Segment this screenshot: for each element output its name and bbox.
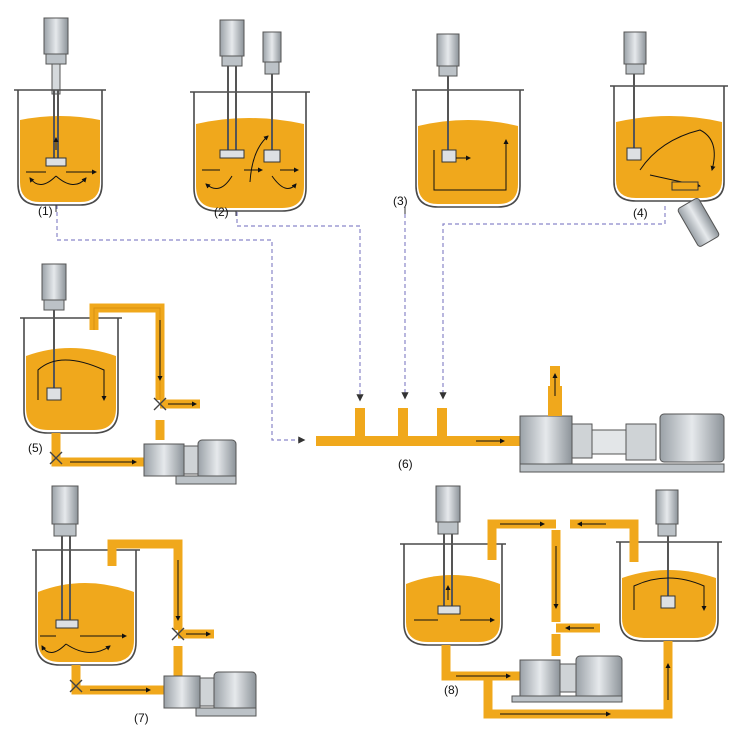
vessel-4: (4) <box>610 31 728 247</box>
vessel-5: (5) <box>20 263 237 485</box>
motor-5-icon <box>41 263 67 301</box>
label-6: (6) <box>398 457 413 471</box>
label-5: (5) <box>28 441 43 455</box>
motor-8b-icon <box>655 489 679 525</box>
header-line-6: (6) <box>316 366 725 473</box>
vessel-7: (7) <box>32 485 257 725</box>
label-7: (7) <box>134 711 149 725</box>
motor-1-icon <box>43 17 69 55</box>
pump-5-icon <box>143 439 237 485</box>
motor-3-icon <box>436 33 460 67</box>
label-8: (8) <box>444 683 459 697</box>
pump-8-icon <box>511 655 623 703</box>
pump-6-icon <box>519 366 725 473</box>
vessel-1: (1) <box>14 17 106 218</box>
label-2: (2) <box>214 205 229 219</box>
motor-8a-icon <box>435 485 461 523</box>
system-8: (8) <box>400 485 722 719</box>
label-4: (4) <box>633 206 648 220</box>
dashed-flow-lines <box>56 205 666 444</box>
label-3: (3) <box>393 194 408 208</box>
bottom-mixer-icon <box>677 197 720 247</box>
vessel-2: (2) <box>190 19 310 219</box>
vessel-3: (3) <box>393 33 524 214</box>
pump-7-icon <box>163 671 257 717</box>
motor-7-icon <box>51 485 79 525</box>
label-1: (1) <box>38 204 53 218</box>
motor-2b-icon <box>262 31 282 63</box>
motor-2a-icon <box>219 19 245 57</box>
motor-4-icon <box>623 31 647 65</box>
